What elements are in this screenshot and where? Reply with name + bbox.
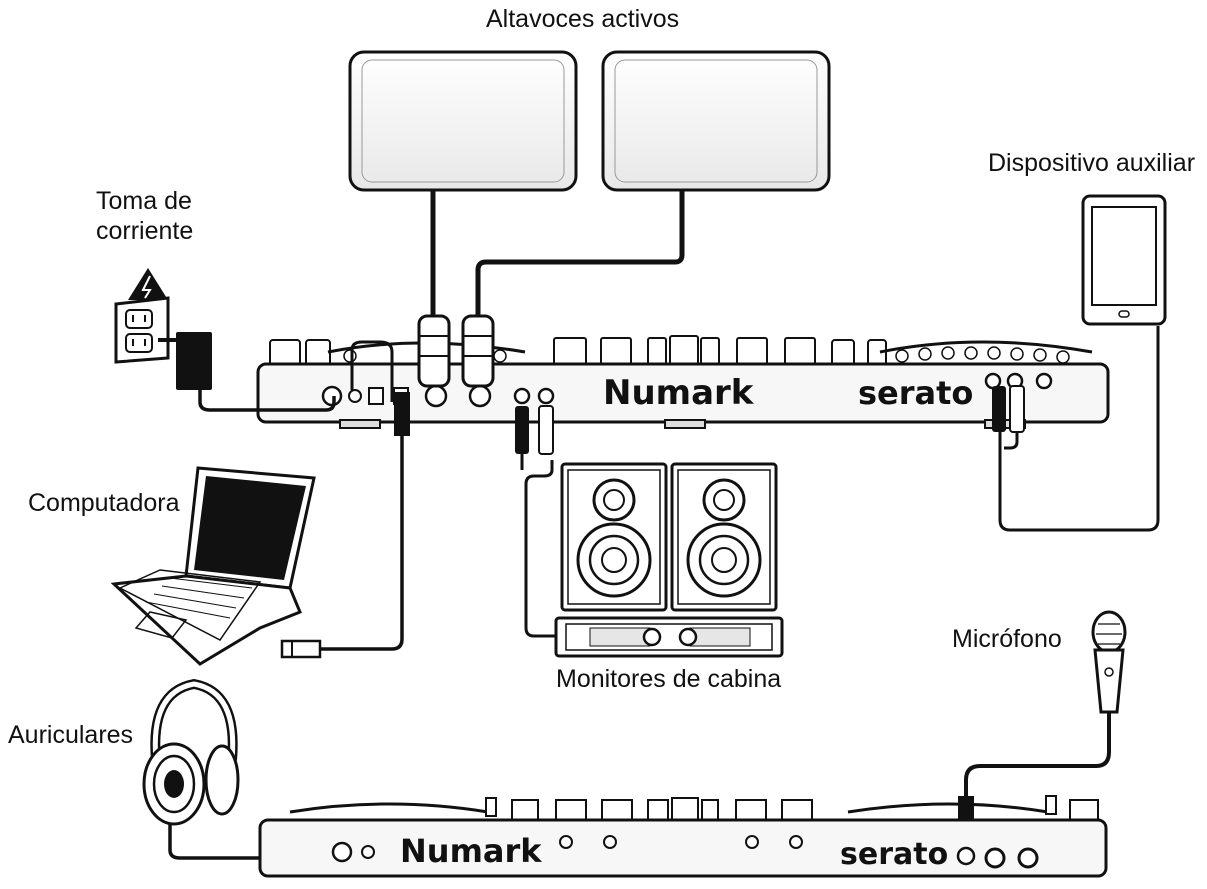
tablet-icon	[1081, 194, 1167, 326]
laptop-icon	[110, 466, 316, 666]
power-outlet-icon	[114, 296, 170, 364]
bottom-controller	[258, 795, 1108, 878]
booth-cable	[524, 460, 556, 638]
usb-connector-top	[394, 392, 410, 436]
power-adapter-icon	[158, 332, 212, 390]
label-computer: Computadora	[28, 489, 180, 517]
active-speaker-left	[348, 50, 578, 192]
top-brand-serato: serato	[858, 374, 973, 412]
top-brand-numark: Numark	[603, 373, 755, 413]
microphone-icon	[1091, 610, 1127, 714]
warning-icon	[128, 268, 168, 300]
usb-plug	[280, 639, 322, 659]
label-active-speakers: Altavoces activos	[486, 5, 680, 33]
xlr-plug-left	[417, 314, 451, 388]
amplifier-icon	[554, 616, 784, 658]
aux-cable	[998, 326, 1160, 532]
xlr-plug-right	[461, 314, 495, 388]
power-cable	[198, 390, 336, 412]
booth-speaker-right	[670, 462, 778, 612]
label-aux-device: Dispositivo auxiliar	[988, 149, 1196, 177]
headphones-icon	[142, 678, 240, 826]
bottom-brand-serato: serato	[840, 837, 948, 872]
mic-cable	[964, 712, 1111, 820]
label-power-outlet-line1: Toma de	[96, 187, 192, 215]
power-cable-loop	[350, 340, 394, 402]
booth-speaker-left	[560, 462, 668, 612]
bottom-brand-numark: Numark	[400, 832, 542, 870]
speaker-cable-right	[475, 190, 685, 318]
headphone-cable	[168, 824, 280, 860]
rca-plugs-aux	[992, 385, 1025, 450]
rca-plugs-booth	[515, 405, 554, 470]
label-headphones: Auriculares	[8, 721, 134, 749]
label-power-outlet-line2: corriente	[96, 217, 194, 245]
label-microphone: Micrófono	[952, 625, 1062, 653]
active-speaker-right	[601, 50, 831, 192]
label-booth-monitors: Monitores de cabina	[556, 665, 782, 693]
usb-cable	[320, 410, 404, 651]
